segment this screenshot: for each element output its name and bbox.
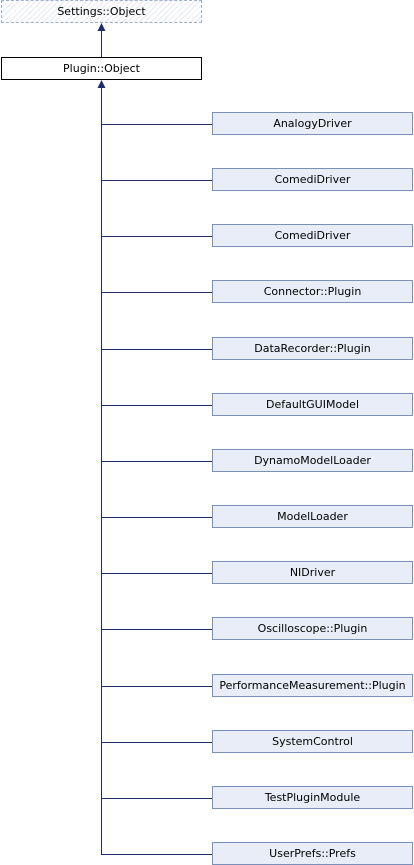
child-node-2-comedidriver[interactable]: ComediDriver (212, 224, 413, 247)
child-node-label: PerformanceMeasurement::Plugin (219, 679, 406, 692)
child-node-label: Oscilloscope::Plugin (257, 622, 368, 635)
child-node-5-defaultguimodel[interactable]: DefaultGUIModel (212, 393, 413, 416)
plugin-object-node[interactable]: Plugin::Object (1, 57, 202, 80)
child-node-label: ModelLoader (277, 510, 348, 523)
child-node-label: ComediDriver (274, 173, 351, 186)
child-node-8-nidriver[interactable]: NIDriver (212, 561, 413, 584)
settings-object-node[interactable]: Settings::Object (1, 0, 202, 23)
child-node-label: NIDriver (289, 566, 336, 579)
child-node-11-systemcontrol[interactable]: SystemControl (212, 730, 413, 753)
child-node-6-dynamomodelloader[interactable]: DynamoModelLoader (212, 449, 413, 472)
child-node-7-modelloader[interactable]: ModelLoader (212, 505, 413, 528)
child-node-label: DynamoModelLoader (254, 454, 371, 467)
child-node-label: DefaultGUIModel (265, 398, 360, 411)
child-node-label: Connector::Plugin (263, 285, 362, 298)
child-node-12-testpluginmodule[interactable]: TestPluginModule (212, 786, 413, 809)
child-node-label: AnalogyDriver (273, 117, 352, 130)
child-node-3-connector-plugin[interactable]: Connector::Plugin (212, 280, 413, 303)
child-node-13-userprefs-prefs[interactable]: UserPrefs::Prefs (212, 842, 413, 865)
child-node-9-oscilloscope-plugin[interactable]: Oscilloscope::Plugin (212, 617, 413, 640)
child-node-label: UserPrefs::Prefs (269, 847, 356, 860)
edge-arrowhead (97, 80, 106, 88)
plugin-object-label: Plugin::Object (63, 62, 140, 75)
settings-object-label: Settings::Object (57, 5, 146, 18)
child-node-0-analogydriver[interactable]: AnalogyDriver (212, 112, 413, 135)
child-node-10-performancemeasurement-plugin[interactable]: PerformanceMeasurement::Plugin (212, 674, 413, 697)
edge-arrowhead (97, 23, 106, 31)
child-node-label: TestPluginModule (264, 791, 361, 804)
child-node-label: ComediDriver (274, 229, 351, 242)
child-node-label: SystemControl (272, 735, 353, 748)
child-node-1-comedidriver[interactable]: ComediDriver (212, 168, 413, 191)
child-node-4-datarecorder-plugin[interactable]: DataRecorder::Plugin (212, 337, 413, 360)
child-node-label: DataRecorder::Plugin (254, 342, 371, 355)
